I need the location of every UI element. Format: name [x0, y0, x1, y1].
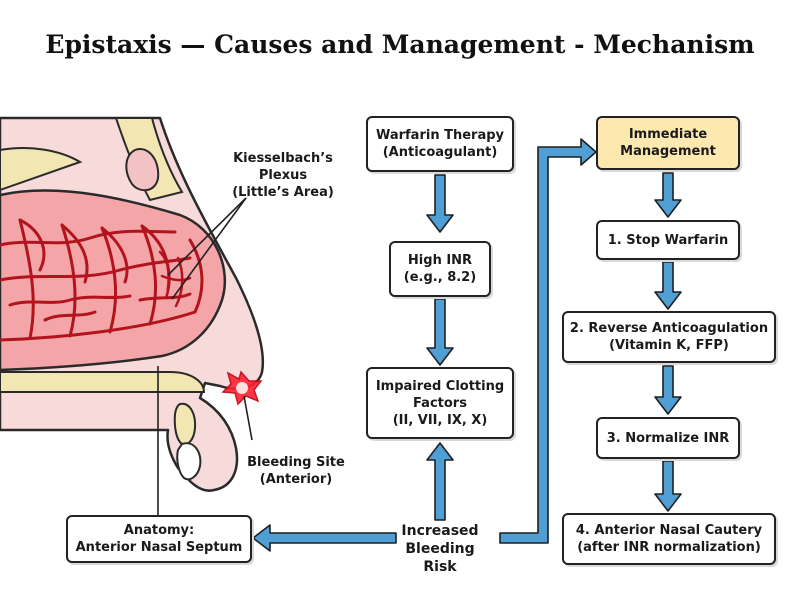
step-1-box: 1. Stop Warfarin: [596, 220, 740, 260]
inr-box-line: High INR: [407, 253, 473, 268]
immediate-management-box: Immediate Management: [596, 116, 740, 170]
bleeding-site-label-line: Bleeding Site: [247, 455, 345, 470]
step-3-line: 3. Normalize INR: [606, 430, 730, 446]
flow-arrows: [252, 138, 682, 552]
anatomy-box-line: Anterior Nasal Septum: [75, 540, 243, 555]
kiesselbach-label-line: Plexus: [258, 168, 308, 183]
arrow-management-to-step1: [654, 172, 682, 218]
kiesselbach-label-line: (Little’s Area): [232, 185, 334, 200]
front-tooth: [176, 442, 202, 481]
arrow-step3-to-step4: [654, 460, 682, 512]
arrow-inr-to-clotting: [426, 298, 454, 366]
plexus-vessels: [158, 250, 192, 308]
warfarin-box-line: Warfarin Therapy: [375, 128, 505, 143]
warfarin-therapy-box: Warfarin Therapy (Anticoagulant): [366, 116, 514, 172]
step-1-line: 1. Stop Warfarin: [607, 232, 729, 248]
warfarin-box-line: (Anticoagulant): [382, 145, 498, 160]
bleeding-core: [236, 382, 248, 394]
arrow-step2-to-step3: [654, 365, 682, 415]
arrow-warfarin-to-inr: [426, 174, 454, 233]
impaired-clotting-box: Impaired Clotting Factors (II, VII, IX, …: [366, 367, 514, 439]
step-2-line: (Vitamin K, FFP): [609, 338, 729, 353]
inr-box-line: (e.g., 8.2): [403, 270, 477, 285]
bleeding-site-label-line: (Anterior): [259, 472, 333, 487]
frontal-sinus: [125, 148, 160, 192]
leader-lines: [157, 197, 253, 515]
clotting-box-line: Impaired Clotting: [375, 378, 505, 394]
page-title: Epistaxis — Causes and Management - Mech…: [45, 30, 755, 59]
clotting-box-line: Factors: [413, 395, 467, 411]
arrow-step1-to-step2: [654, 261, 682, 310]
frontal-bone: [0, 147, 83, 192]
step-2-line: 2. Reverse Anticoagulation: [569, 321, 769, 336]
anatomy-box-line: Anatomy:: [123, 523, 195, 538]
step-3-box: 3. Normalize INR: [596, 417, 740, 459]
kiesselbach-label-line: Kiesselbach’s: [233, 151, 333, 166]
high-inr-box: High INR (e.g., 8.2): [389, 241, 491, 297]
palate-bone: [0, 371, 206, 393]
clotting-box-line: (II, VII, IX, X): [392, 412, 488, 428]
step-4-box: 4. Anterior Nasal Cautery (after INR nor…: [562, 513, 776, 565]
step-2-box: 2. Reverse Anticoagulation (Vitamin K, F…: [562, 311, 776, 363]
increased-bleeding-risk-label: Increased Bleeding Risk: [390, 522, 490, 576]
step-4-line: 4. Anterior Nasal Cautery: [575, 523, 763, 538]
septum-tissue: [0, 189, 227, 372]
upper-tooth: [173, 402, 197, 446]
risk-label-line: Bleeding Risk: [405, 541, 475, 575]
management-header-line: Immediate: [628, 127, 708, 142]
anatomy-box: Anatomy: Anterior Nasal Septum: [66, 515, 252, 563]
arrow-risk-to-clotting: [426, 442, 454, 521]
nasal-anatomy-illustration: [0, 116, 265, 492]
kiesselbach-plexus-label: Kiesselbach’s Plexus (Little’s Area): [218, 150, 348, 201]
arrow-risk-to-management: [499, 138, 597, 544]
risk-label-line: Increased: [401, 523, 479, 539]
step-4-line: (after INR normalization): [577, 540, 761, 555]
bleeding-site-label: Bleeding Site (Anterior): [236, 454, 356, 488]
arrow-risk-to-anatomy: [252, 524, 397, 552]
management-header-line: Management: [620, 144, 716, 159]
